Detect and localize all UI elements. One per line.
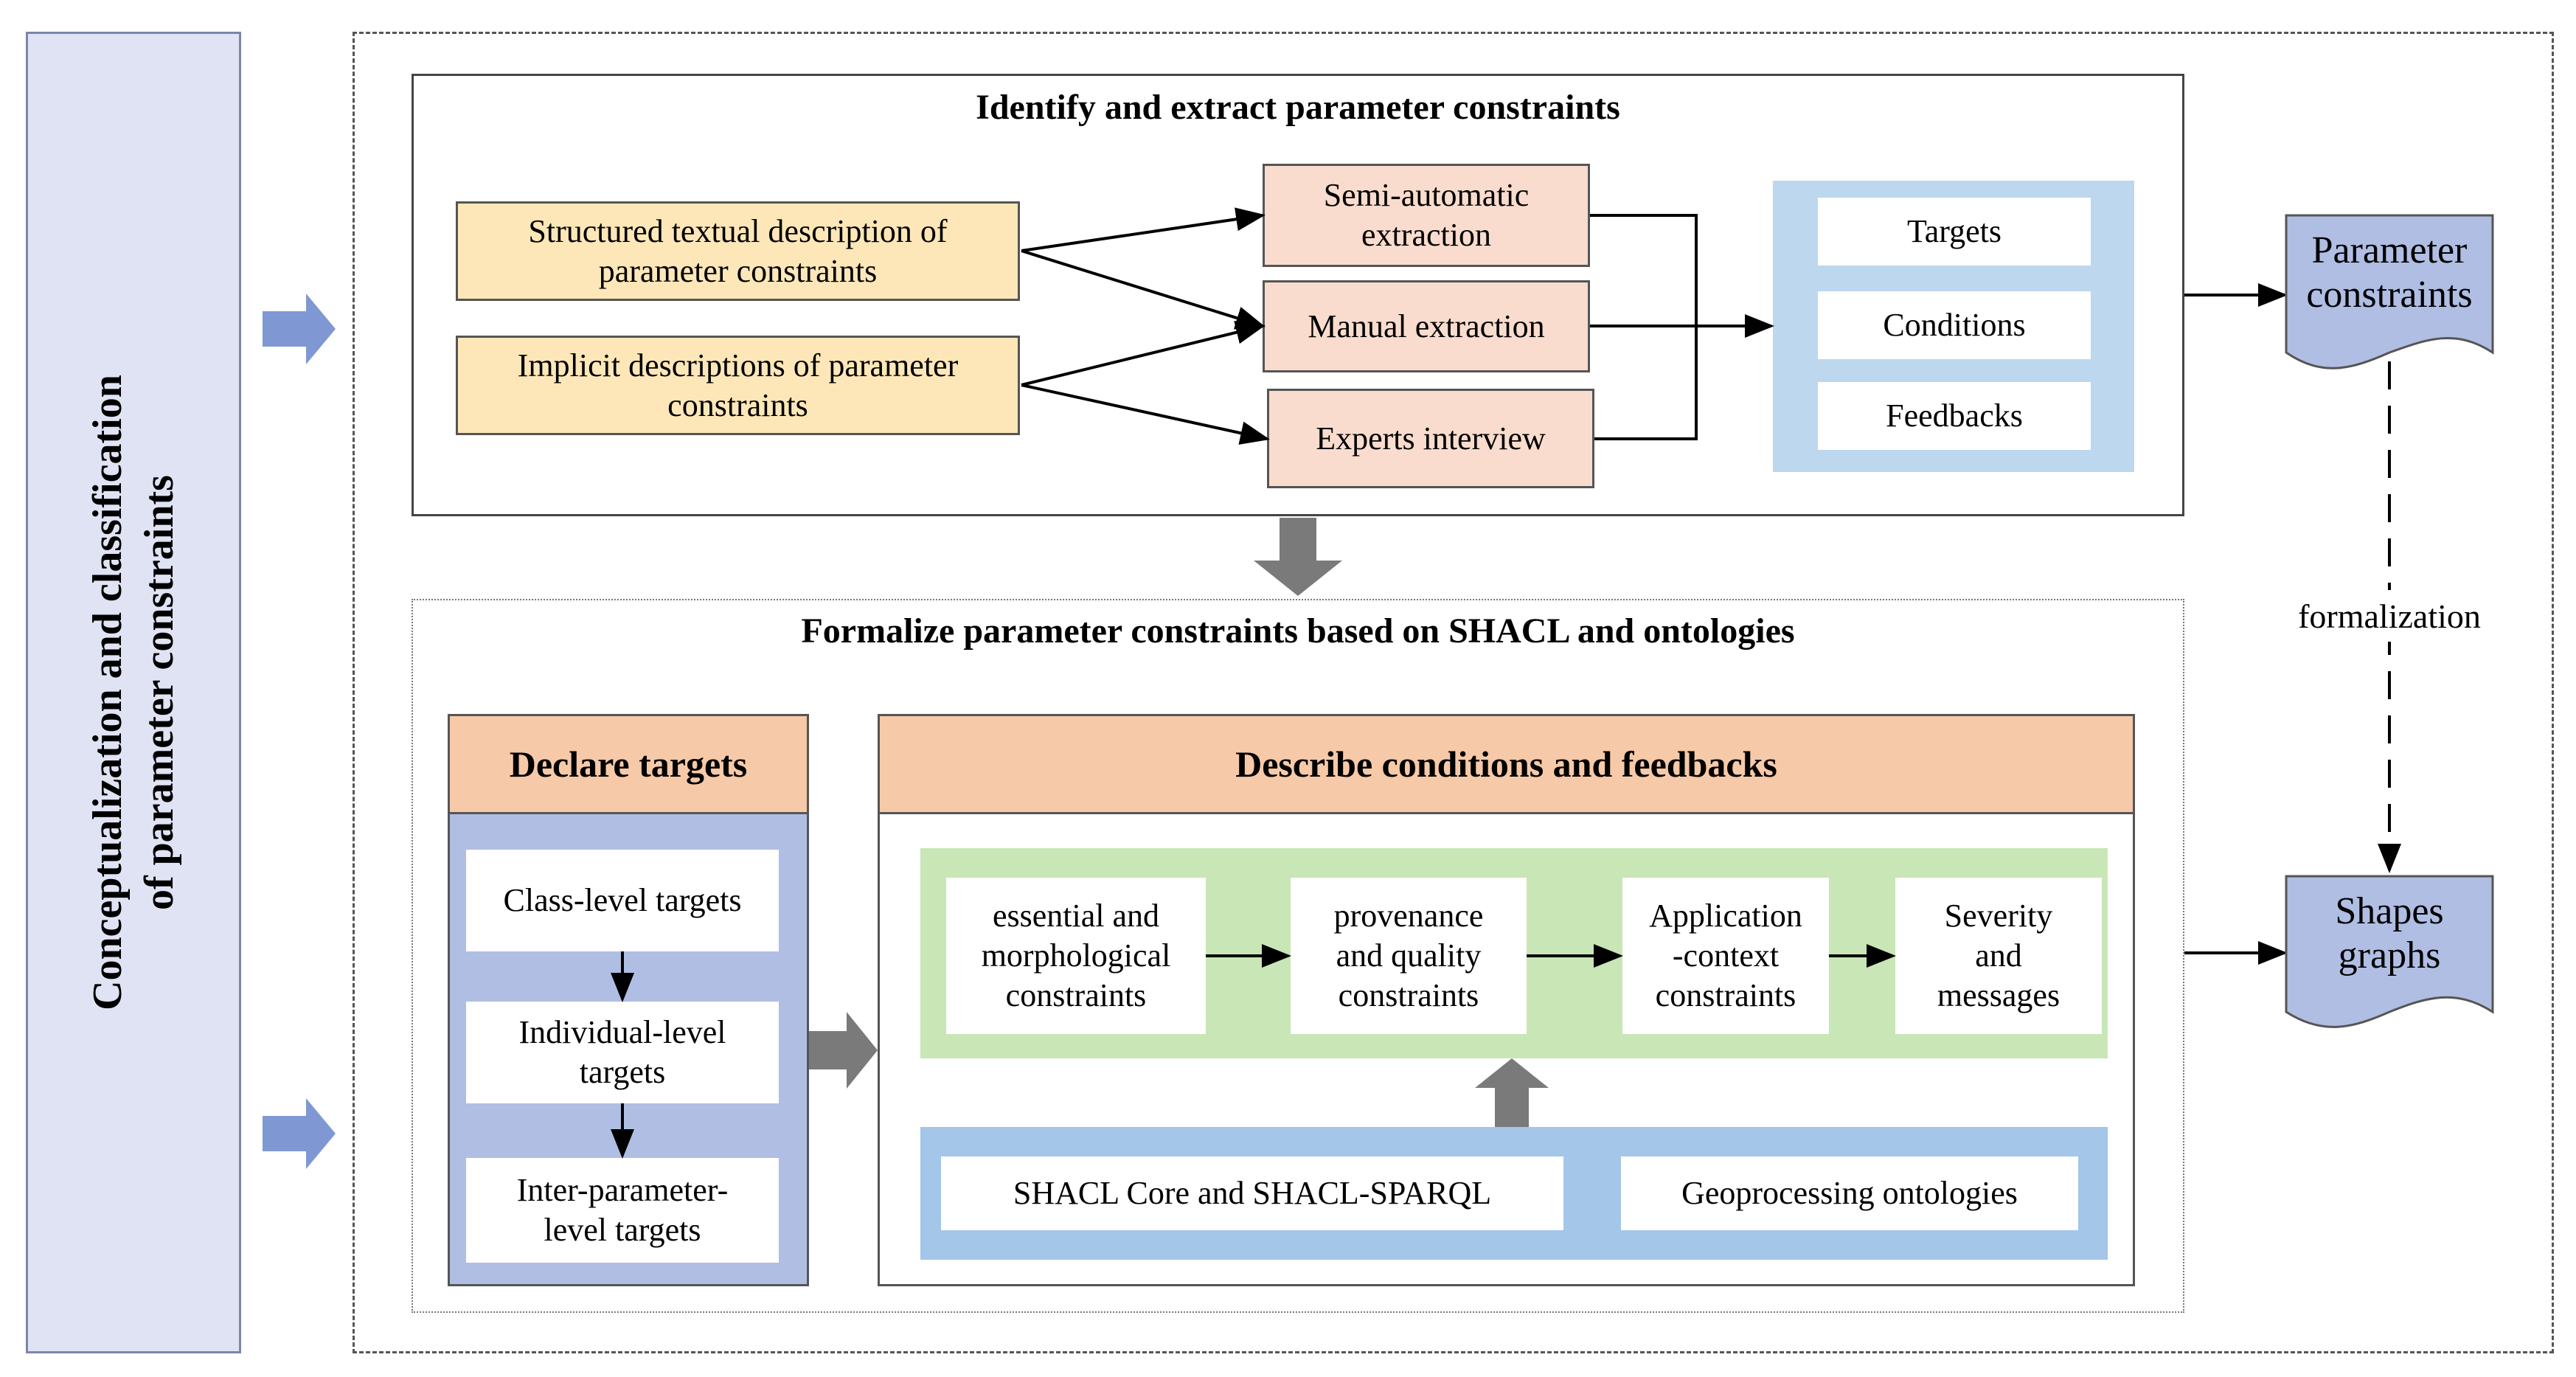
shacl-core-sparql: SHACL Core and SHACL-SPARQL (941, 1156, 1563, 1230)
method-manual-extraction: Manual extraction (1263, 280, 1590, 372)
shapes-graphs-document (2285, 875, 2494, 1028)
inter-parameter-level-targets: Inter-parameter- level targets (466, 1158, 779, 1263)
class-level-targets: Class-level targets (466, 850, 779, 951)
process-container (353, 32, 2554, 1353)
individual-level-targets: Individual-level targets (466, 1002, 779, 1103)
source-structured-description: Structured textual description of parame… (456, 201, 1020, 301)
chain-application-context: Application -context constraints (1622, 878, 1829, 1034)
chain-provenance-quality: provenance and quality constraints (1291, 878, 1527, 1034)
geoprocessing-ontologies: Geoprocessing ontologies (1621, 1156, 2078, 1230)
arrow-implicit-to-experts (1021, 384, 1270, 445)
describe-conditions-header: Describe conditions and feedbacks (878, 714, 2135, 814)
arrow-structured-to-manual (1021, 249, 1266, 330)
chain-severity-messages: Severity and messages (1895, 878, 2102, 1034)
arrow-extract-to-formalize (1254, 518, 1342, 596)
arrow-implicit-to-manual (1021, 321, 1266, 386)
arrow-foundations-to-chain (1475, 1058, 1549, 1127)
chain-essential-morphological: essential and morphological constraints (946, 878, 1206, 1034)
output-feedbacks: Feedbacks (1818, 382, 2091, 450)
method-semi-automatic-extraction: Semi-automatic extraction (1263, 164, 1590, 267)
arrow-declare-to-describe (809, 1012, 878, 1089)
arrow-structured-to-semiauto (1021, 207, 1266, 252)
identify-extract-title: Identify and extract parameter constrain… (976, 88, 1620, 127)
conceptualization-panel: Conceptualization and classification of … (26, 32, 241, 1353)
output-conditions: Conditions (1818, 291, 2091, 359)
output-targets: Targets (1818, 198, 2091, 266)
shapes-graphs-label: Shapes graphs (2335, 890, 2444, 977)
declare-targets-header: Declare targets (448, 714, 809, 814)
parameter-constraints-document (2285, 214, 2494, 370)
input-arrow-lower (263, 1098, 336, 1169)
input-arrow-upper (263, 294, 336, 364)
method-experts-interview: Experts interview (1267, 389, 1594, 488)
source-implicit-description: Implicit descriptions of parameter const… (456, 336, 1020, 435)
parameter-constraints-label: Parameter constraints (2306, 229, 2473, 316)
formalize-title: Formalize parameter constraints based on… (801, 611, 1795, 651)
formalization-label: formalization (2282, 590, 2496, 642)
